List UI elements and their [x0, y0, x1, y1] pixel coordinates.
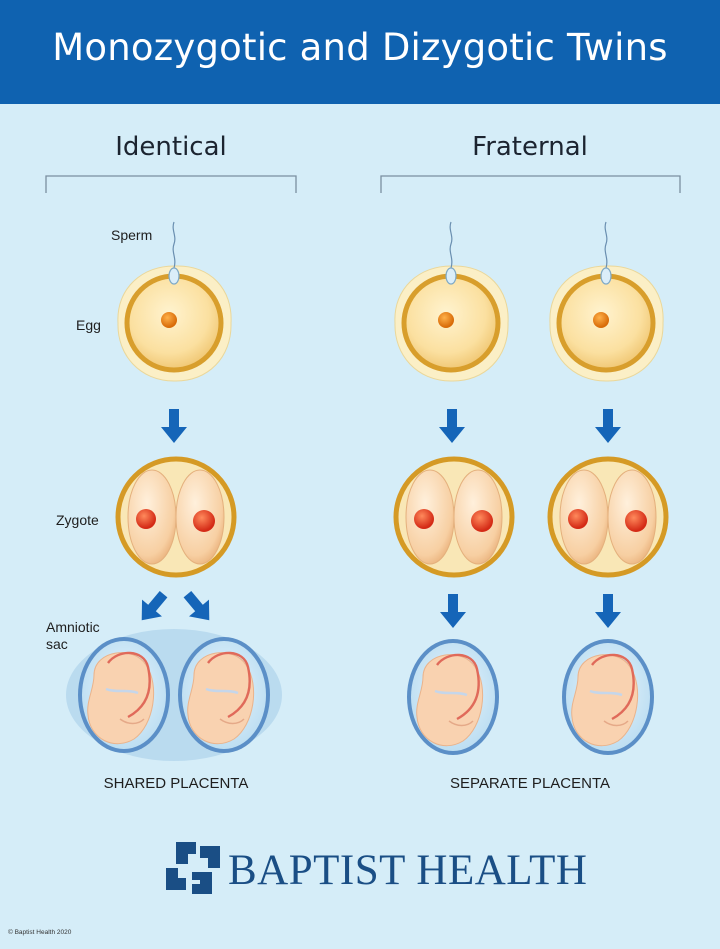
arrow-down-icon [440, 594, 466, 628]
arrow-down-icon [161, 409, 187, 443]
identical-heading: Identical [115, 132, 227, 162]
title-banner: Monozygotic and Dizygotic Twins [0, 0, 720, 104]
amniotic-sac-label-line1: Amniotic [46, 619, 100, 635]
arrow-diagonal-left-icon [131, 585, 174, 629]
fraternal-zygote-left [396, 459, 512, 575]
fraternal-bracket [380, 175, 681, 193]
arrow-down-icon [439, 409, 465, 443]
copyright-notice: © Baptist Health 2020 [8, 929, 72, 936]
amniotic-sac-label-line2: sac [46, 636, 68, 652]
zygote-label: Zygote [56, 512, 99, 528]
identical-zygote [118, 459, 234, 575]
fraternal-fetus-right [560, 637, 656, 757]
identical-sperm [168, 221, 180, 285]
brand-name: BAPTIST HEALTH [228, 847, 588, 894]
fraternal-fetus-left [405, 637, 501, 757]
fraternal-sperm-right [600, 221, 612, 285]
sperm-label: Sperm [111, 227, 153, 243]
identical-fetus-left [76, 635, 172, 755]
fraternal-sperm-left [445, 221, 457, 285]
egg-label: Egg [76, 317, 101, 333]
separate-placenta-caption: SEPARATE PLACENTA [449, 775, 611, 792]
fraternal-zygote-right [550, 459, 666, 575]
identical-bracket [45, 175, 297, 193]
shared-placenta-caption: SHARED PLACENTA [103, 775, 249, 792]
baptist-health-logo-icon [166, 842, 220, 894]
identical-fetus-right [176, 635, 272, 755]
page-title: Monozygotic and Dizygotic Twins [52, 26, 668, 69]
arrow-down-icon [595, 409, 621, 443]
arrow-down-icon [595, 594, 621, 628]
arrow-diagonal-right-icon [177, 585, 220, 629]
fraternal-heading: Fraternal [472, 132, 588, 162]
